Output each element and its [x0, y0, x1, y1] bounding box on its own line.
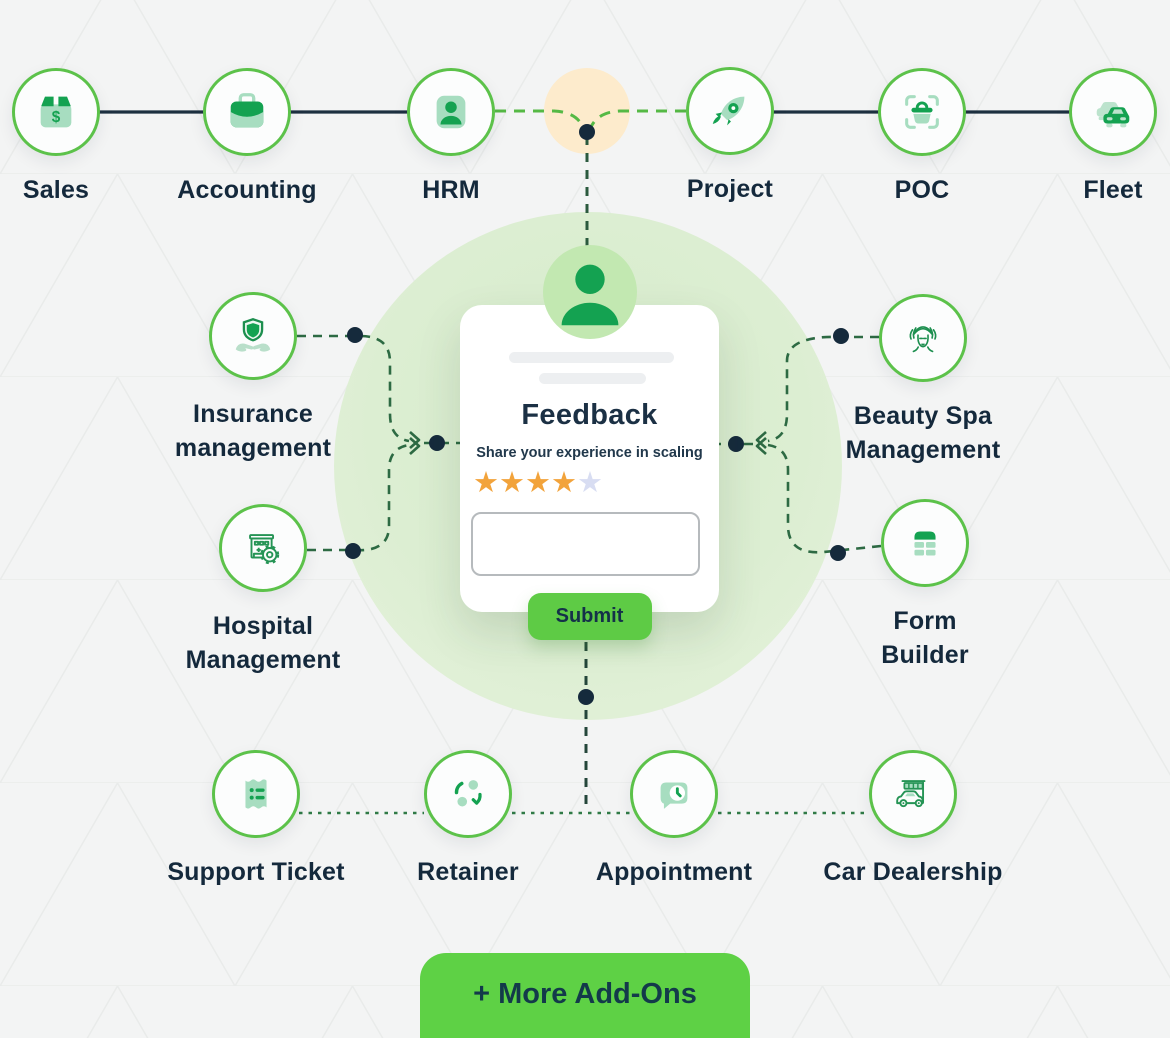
hospital-building-gear-icon: [249, 534, 280, 565]
accounting-label: Accounting: [177, 176, 317, 204]
fleet-circle: [1069, 68, 1157, 156]
insurance-circle: [209, 292, 297, 380]
fleet-cars-icon: [1096, 101, 1130, 128]
module-insurance: Insurance management: [123, 292, 383, 465]
form-builder-label-line1: Form: [893, 607, 957, 635]
poc-label: POC: [894, 176, 950, 204]
car-dealership-icon: [896, 780, 926, 808]
feedback-subtitle: Share your experience in scaling: [476, 445, 703, 461]
module-poc: POC: [792, 68, 1052, 207]
beauty-spa-label-line1: Beauty Spa: [853, 402, 993, 430]
project-rocket-icon: [712, 96, 745, 126]
module-sales: $ Sales: [0, 68, 186, 207]
more-addons-button[interactable]: + More Add-Ons: [420, 953, 750, 1038]
module-retainer: Retainer: [338, 750, 598, 889]
module-appointment: Appointment: [544, 750, 804, 889]
module-form-builder: Form Builder: [795, 499, 1055, 672]
feedback-card: Feedback Share your experience in scalin…: [460, 305, 719, 640]
beauty-spa-label: Beauty Spa Management: [846, 399, 1001, 467]
skeleton-bar: [539, 373, 646, 384]
form-builder-label-line2: Builder: [881, 641, 969, 669]
beauty-spa-facial-icon: [909, 326, 937, 353]
hospital-label-line1: Hospital: [212, 612, 314, 640]
module-support-ticket: Support Ticket: [126, 750, 386, 889]
svg-text:$: $: [52, 109, 61, 126]
hrm-circle: [407, 68, 495, 156]
module-accounting: Accounting: [117, 68, 377, 207]
appointment-chat-clock-icon: [660, 782, 688, 809]
hospital-label: Hospital Management: [186, 609, 341, 677]
project-label: Project: [686, 175, 774, 203]
retainer-label: Retainer: [417, 858, 519, 886]
feedback-title: Feedback: [521, 399, 658, 431]
fleet-label: Fleet: [1083, 176, 1143, 204]
sales-circle: $: [12, 68, 100, 156]
submit-button[interactable]: Submit: [527, 593, 652, 640]
form-builder-grid-icon: [914, 531, 936, 556]
module-car-dealership: Car Dealership: [783, 750, 1043, 889]
accounting-briefcase-icon: [230, 93, 264, 128]
form-builder-label: Form Builder: [881, 604, 969, 672]
appointment-label: Appointment: [595, 858, 753, 886]
module-fleet: Fleet: [983, 68, 1170, 207]
star-icon[interactable]: ★: [499, 467, 525, 499]
appointment-circle: [630, 750, 718, 838]
module-hospital: Hospital Management: [133, 504, 393, 677]
sales-box-icon: $: [40, 96, 72, 128]
beauty-spa-circle: [879, 294, 967, 382]
user-avatar: [543, 245, 637, 339]
support-ticket-label: Support Ticket: [167, 858, 345, 886]
project-circle: [686, 67, 774, 155]
form-builder-circle: [881, 499, 969, 587]
support-ticket-circle: [212, 750, 300, 838]
star-icon[interactable]: ★: [551, 467, 577, 499]
star-icon[interactable]: ★: [577, 467, 603, 499]
hospital-label-line2: Management: [185, 646, 341, 674]
insurance-label-line1: Insurance: [193, 400, 313, 428]
insurance-label-line2: management: [174, 434, 332, 462]
insurance-shield-hands-icon: [235, 318, 271, 352]
hrm-user-badge-icon: [436, 95, 466, 129]
star-icon[interactable]: ★: [525, 467, 551, 499]
beauty-spa-label-line2: Management: [845, 436, 1001, 464]
skeleton-bar: [509, 352, 674, 363]
hospital-circle: [219, 504, 307, 592]
retainer-circle: [424, 750, 512, 838]
feedback-comment-input[interactable]: [471, 512, 700, 576]
star-icon[interactable]: ★: [473, 467, 499, 499]
retainer-sync-icon: [454, 780, 482, 807]
user-avatar-icon: [561, 264, 619, 326]
module-hrm: HRM: [321, 68, 581, 207]
sales-label: Sales: [22, 176, 90, 204]
module-project: Project: [600, 67, 860, 206]
car-dealership-circle: [869, 750, 957, 838]
poc-circle: [878, 68, 966, 156]
support-ticket-icon: [245, 779, 267, 809]
insurance-label: Insurance management: [175, 397, 331, 465]
poc-scan-basket-icon: [905, 95, 939, 129]
rating-stars: ★★★★★: [473, 469, 603, 498]
hrm-label: HRM: [422, 176, 480, 204]
car-dealership-label: Car Dealership: [823, 858, 1003, 886]
accounting-circle: [203, 68, 291, 156]
module-beauty-spa: Beauty Spa Management: [793, 294, 1053, 467]
